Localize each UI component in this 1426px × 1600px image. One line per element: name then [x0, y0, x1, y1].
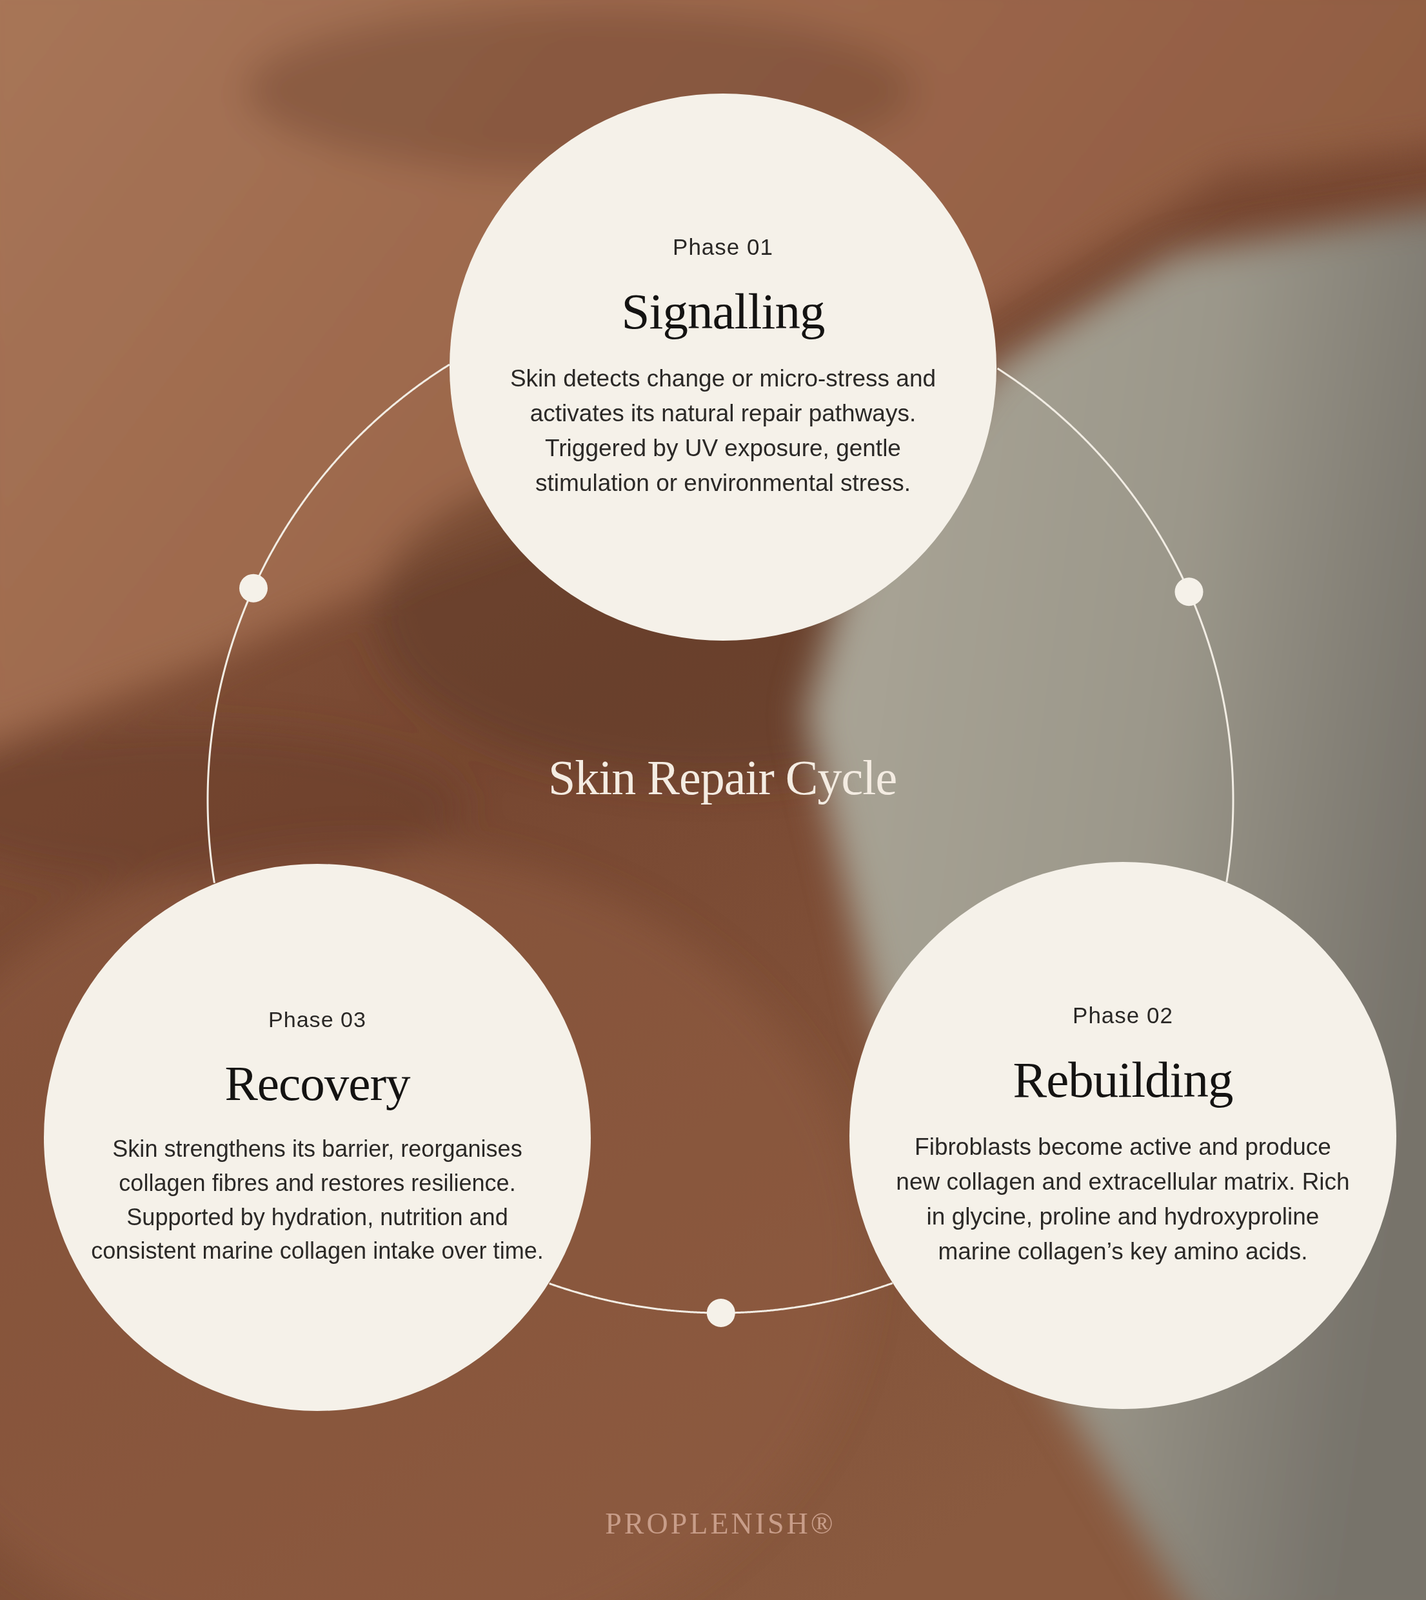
circle-content: Phase 02 RebuildingFibroblasts become act…	[890, 1001, 1356, 1270]
phase-circle: Phase 01 SignallingSkin detects change or…	[449, 93, 997, 641]
circle-content: Phase 03 RecoverySkin strengthens its bar…	[85, 1006, 550, 1268]
brand-watermark: PROPLENISH®	[604, 1505, 836, 1541]
phase-label: Phase 02	[1072, 1001, 1174, 1029]
phase-label: Phase 01	[672, 233, 774, 261]
phase-circle: Phase 02 RebuildingFibroblasts become act…	[849, 861, 1397, 1409]
cycle-arc	[207, 364, 450, 883]
circle-content: Phase 01 SignallingSkin detects change or…	[490, 233, 956, 502]
cycle-arc	[997, 368, 1234, 882]
phase-body: Fibroblasts become active and produce ne…	[890, 1129, 1356, 1269]
phase-heading: Rebuilding	[1012, 1049, 1233, 1111]
phase-body: Skin strengthens its barrier, reorganise…	[85, 1131, 550, 1268]
ring-dot	[706, 1298, 736, 1327]
ring-dot	[1175, 577, 1204, 606]
phase-heading: Recovery	[224, 1053, 410, 1113]
phase-body: Skin detects change or micro-stress and …	[490, 361, 956, 501]
phase-heading: Signalling	[621, 281, 825, 343]
phase-label: Phase 03	[268, 1006, 367, 1033]
diagram-title: Skin Repair Cycle	[548, 749, 897, 806]
phase-circle: Phase 03 RecoverySkin strengthens its bar…	[43, 863, 591, 1411]
ring-dot	[239, 574, 268, 603]
